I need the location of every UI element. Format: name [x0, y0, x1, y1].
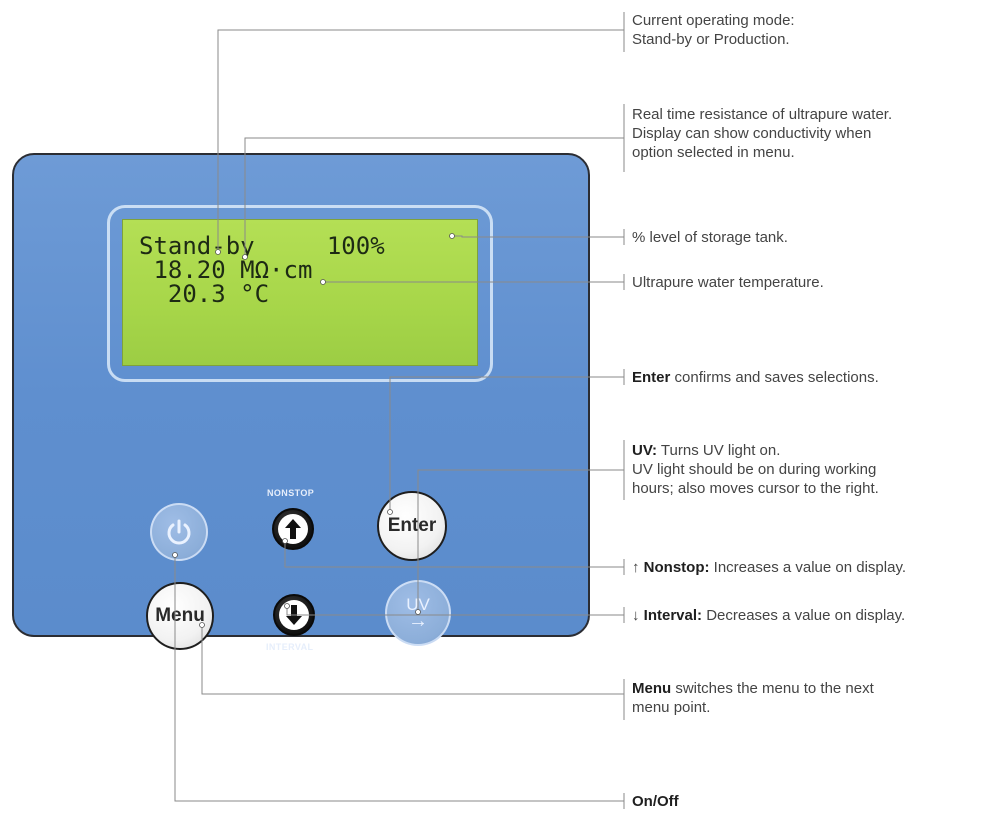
interval-label: INTERVAL [266, 642, 314, 652]
callout-uv-bold: UV: [632, 442, 658, 459]
callout-resistance: Real time resistance of ultrapure water.… [632, 105, 892, 162]
callout-on-off-bold: On/Off [632, 793, 679, 810]
callout-menu-bold: Menu [632, 680, 672, 697]
callout-menu-text-1: switches the menu to the next [671, 680, 874, 697]
callout-interval-text: Decreases a value on display. [702, 607, 906, 624]
callout-resistance-line-2: Display can show conductivity when [632, 125, 872, 142]
enter-button[interactable]: Enter [377, 491, 447, 561]
callout-mode-line-2: Stand-by or Production. [632, 31, 790, 48]
menu-button-label: Menu [155, 605, 205, 626]
lcd-frame [107, 205, 493, 382]
callout-enter: Enter confirms and saves selections. [632, 368, 879, 387]
lcd-mode-line: Stand-by 100% [139, 232, 385, 260]
callout-resistance-line-3: option selected in menu. [632, 144, 795, 161]
callout-uv-text-2: UV light should be on during working [632, 461, 877, 478]
power-button[interactable] [150, 503, 208, 561]
callout-on-off: On/Off [632, 792, 679, 811]
callout-uv-text-3: hours; also moves cursor to the right. [632, 480, 879, 497]
power-icon [167, 519, 191, 545]
callout-nonstop-text: Increases a value on display. [709, 559, 907, 576]
callout-temperature: Ultrapure water temperature. [632, 274, 824, 291]
callout-operating-mode: Current operating mode: Stand-by or Prod… [632, 11, 795, 49]
callout-interval-arrow: ↓ [632, 607, 644, 624]
lcd-display: Stand-by 100% 18.20 MΩ·cm 20.3 °C [122, 219, 478, 366]
callout-nonstop: ↑ Nonstop: Increases a value on display. [632, 558, 906, 577]
callout-nonstop-arrow: ↑ [632, 559, 644, 576]
callout-menu-text-2: menu point. [632, 699, 711, 716]
callout-enter-bold: Enter [632, 369, 671, 386]
lcd-resistance-line: 18.20 MΩ·cm [139, 256, 313, 284]
nonstop-label: NONSTOP [267, 488, 315, 498]
callout-enter-text: confirms and saves selections. [670, 369, 879, 386]
callout-menu: Menu switches the menu to the next menu … [632, 679, 874, 717]
callout-nonstop-bold: Nonstop: [643, 559, 710, 576]
arrow-up-icon [278, 514, 308, 544]
nonstop-up-button[interactable] [272, 508, 314, 550]
menu-button[interactable]: Menu [146, 582, 214, 650]
enter-button-label: Enter [387, 515, 437, 536]
callout-tank-level: % level of storage tank. [632, 229, 788, 246]
uv-arrow-icon: → [408, 610, 428, 632]
callout-interval: ↓ Interval: Decreases a value on display… [632, 606, 905, 625]
callout-uv: UV: Turns UV light on. UV light should b… [632, 441, 879, 498]
callout-uv-text-1: Turns UV light on. [657, 442, 781, 459]
lcd-temperature-line: 20.3 °C [139, 280, 270, 308]
callout-interval-bold: Interval: [643, 607, 703, 624]
callout-mode-line-1: Current operating mode: [632, 12, 795, 29]
callout-resistance-line-1: Real time resistance of ultrapure water. [632, 106, 893, 123]
